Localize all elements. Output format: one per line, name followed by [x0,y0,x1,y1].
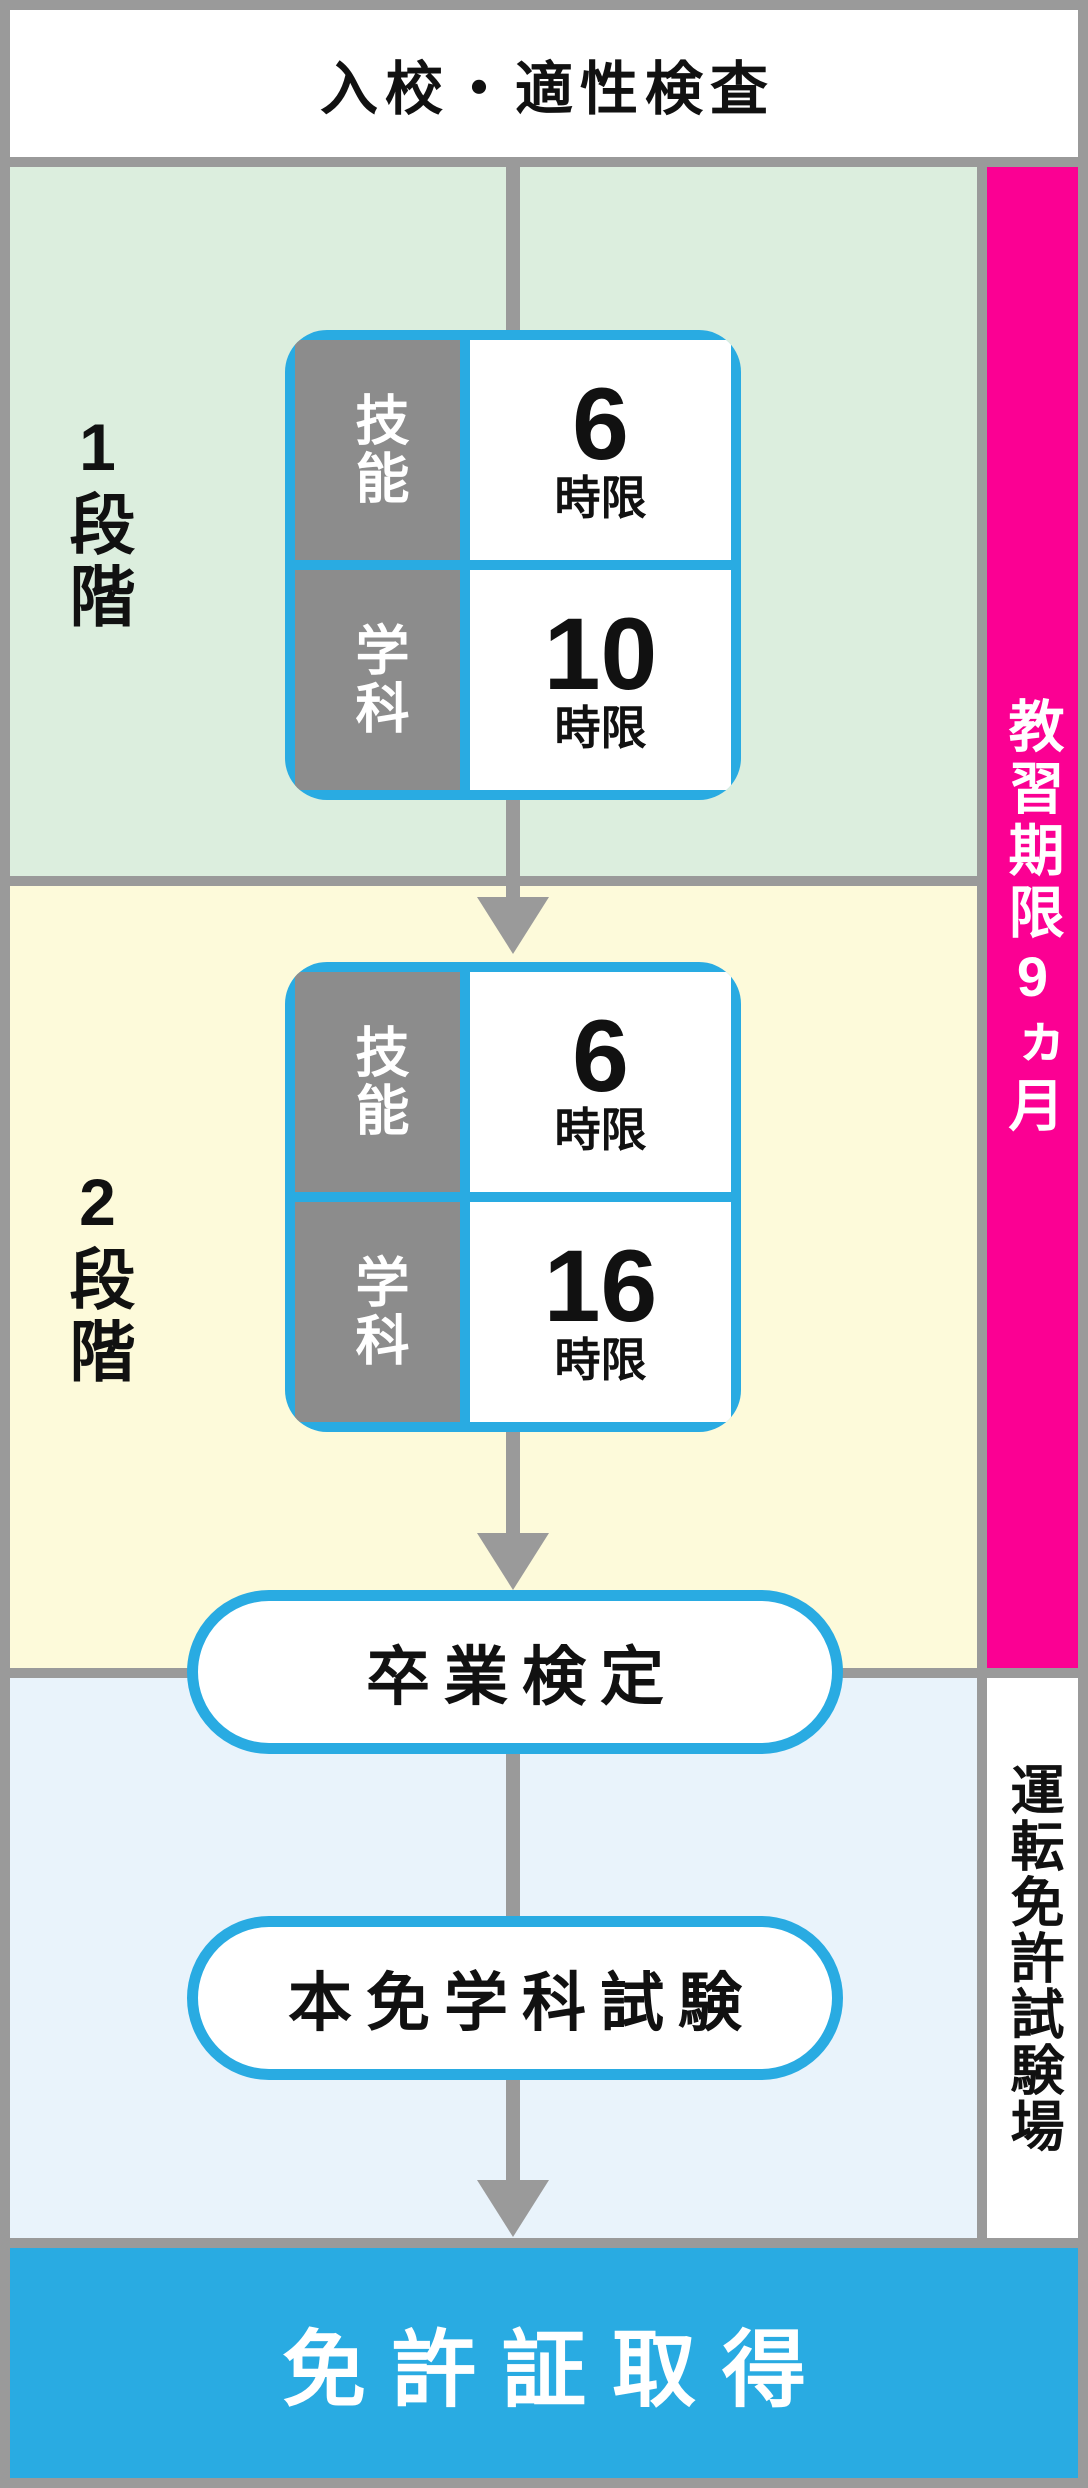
license-center-label: 運転免許試験場 [1002,1762,1062,2154]
flow-arrow-shaft [506,167,520,330]
training-period-sidebar: 教習期限9ヵ月 [987,167,1078,1668]
stage1-lesson-card: 技能 6 時限 学科 10 時限 [285,330,741,800]
stage2-academic-hours-unit: 時限 [554,1334,647,1387]
stage1-skill-hours-unit: 時限 [554,472,647,525]
graduation-exam-pill: 卒業検定 [187,1590,843,1754]
stage1-skill-hours-cell: 6 時限 [470,340,731,560]
stage1-academic-subject-label: 学科 [347,622,407,738]
stage1-skill-hours-count: 6 [572,367,629,482]
flow-arrow-shaft [506,800,520,897]
stage2-skill-subject-cell: 技能 [295,972,460,1192]
stage2-academic-subject-label: 学科 [347,1254,407,1370]
page-title: 入校・適性検査 [319,56,775,122]
arrow-down-icon [477,2180,549,2237]
stage2-academic-hours-count: 16 [543,1229,658,1344]
header-box: 入校・適性検査 [10,10,1078,157]
stage2-skill-subject-label: 技能 [347,1024,407,1140]
arrow-down-icon [477,897,549,954]
arrow-down-icon [477,1533,549,1590]
stage1-academic-subject-cell: 学科 [295,570,460,790]
written-exam-pill: 本免学科試験 [187,1916,843,2080]
license-center-sidebar: 運転免許試験場 [987,1678,1078,2238]
training-period-label: 教習期限9ヵ月 [1001,697,1064,1138]
stage2-skill-hours-count: 6 [572,999,629,1114]
flow-arrow-shaft [506,2080,520,2180]
stage2-skill-hours-unit: 時限 [554,1104,647,1157]
stage2-skill-hours-cell: 6 時限 [470,972,731,1192]
written-exam-label: 本免学科試験 [288,1967,756,2039]
stage2-label: 2段階 [60,1165,135,1389]
graduation-exam-label: 卒業検定 [366,1641,678,1713]
flow-arrow-shaft [506,1754,520,1916]
stage2-lesson-card: 技能 6 時限 学科 16 時限 [285,962,741,1432]
stage2-label-zone: 2段階 [10,886,185,1668]
license-obtained-label: 免許証取得 [281,2322,832,2417]
flow-arrow-shaft [506,1432,520,1533]
stage1-skill-subject-cell: 技能 [295,340,460,560]
license-obtained-bar: 免許証取得 [10,2248,1078,2478]
stage1-label-zone: 1段階 [10,167,185,876]
stage1-skill-subject-label: 技能 [347,392,407,508]
stage1-label: 1段階 [60,409,135,634]
stage1-academic-hours-cell: 10 時限 [470,570,731,790]
stage1-academic-hours-unit: 時限 [554,702,647,755]
stage1-academic-hours-count: 10 [543,597,658,712]
stage2-academic-subject-cell: 学科 [295,1202,460,1422]
stage2-academic-hours-cell: 16 時限 [470,1202,731,1422]
